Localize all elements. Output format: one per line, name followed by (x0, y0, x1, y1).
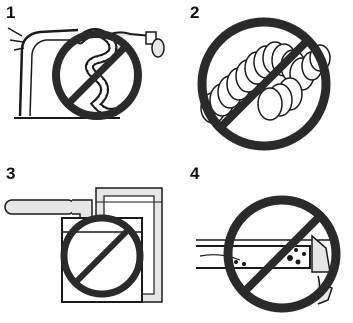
no-vent-hood-obstruction-icon (196, 200, 336, 308)
no-crushed-duct-icon (8, 28, 164, 118)
no-excess-duct-icon (201, 22, 330, 146)
no-duct-behind-dryer-icon (5, 188, 162, 302)
